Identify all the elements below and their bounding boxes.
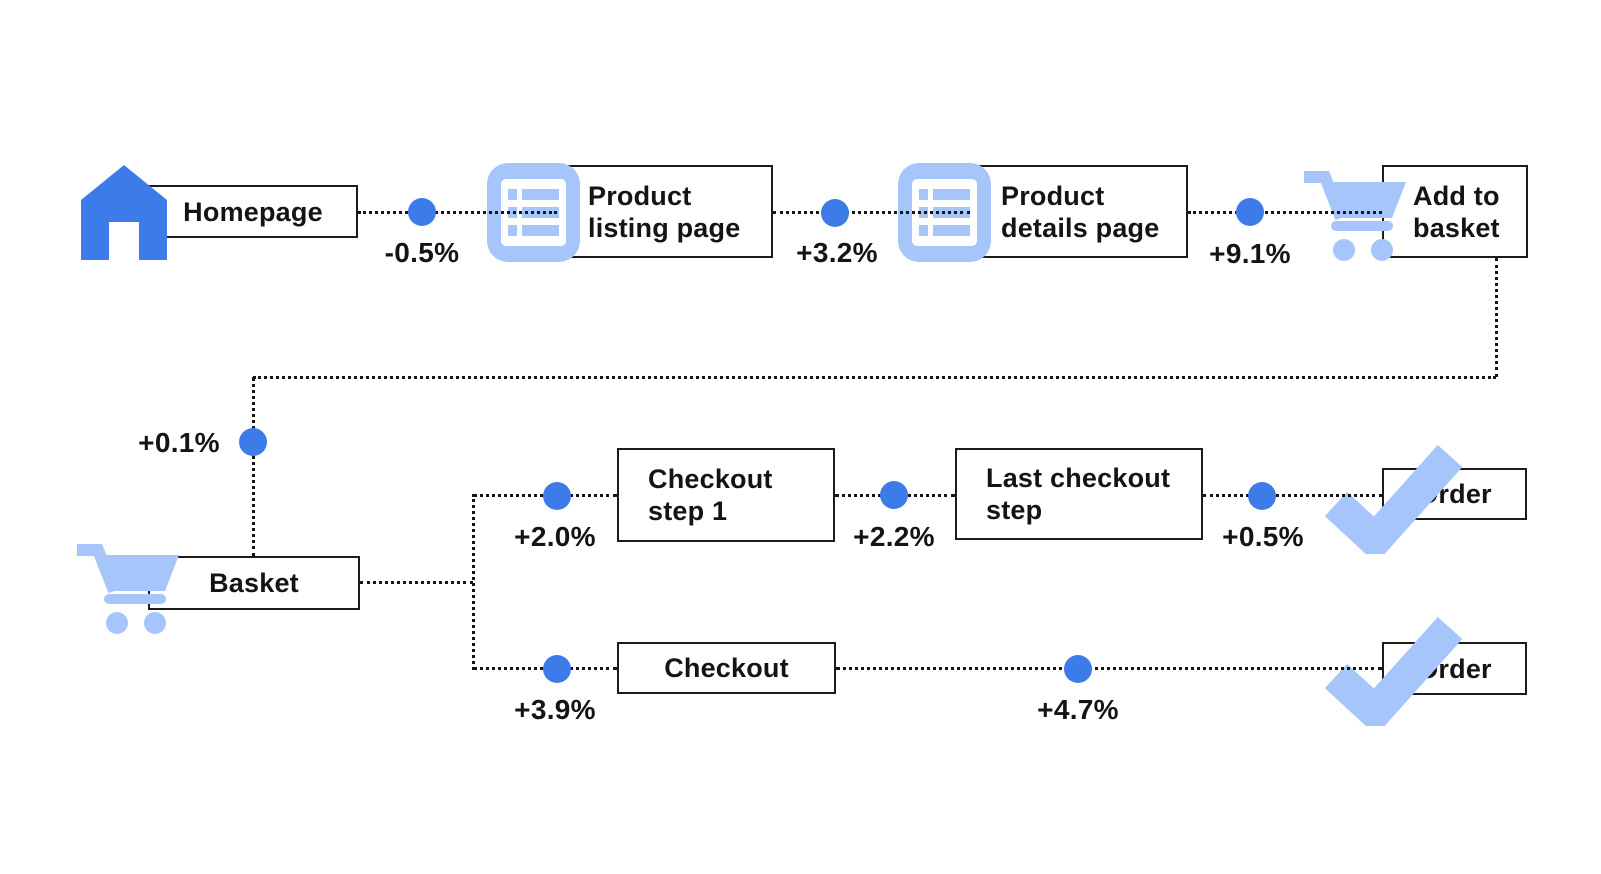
- flow-dot: [543, 655, 571, 683]
- node-label: Last checkout: [986, 463, 1171, 493]
- check-icon: [1316, 442, 1468, 554]
- cart-icon: [1300, 162, 1410, 264]
- dotted-connector: [360, 581, 473, 584]
- flow-dot: [1064, 655, 1092, 683]
- node-checkout-step-1: Checkout step 1: [617, 448, 835, 542]
- home-icon: [78, 162, 170, 260]
- flow-dot: [408, 198, 436, 226]
- node-label: Add to: [1413, 180, 1500, 211]
- node-product-listing-page: Product listing page: [557, 165, 773, 258]
- node-label: step: [986, 495, 1043, 525]
- node-label: Basket: [209, 568, 299, 598]
- node-label: Product: [1001, 180, 1105, 211]
- node-label: listing page: [588, 212, 741, 243]
- flow-dot: [1236, 198, 1264, 226]
- node-checkout: Checkout: [617, 642, 836, 694]
- dotted-connector: [1495, 258, 1498, 377]
- delta-label: +3.2%: [796, 237, 878, 268]
- node-label: Checkout: [648, 464, 773, 494]
- delta-label: +0.5%: [1222, 521, 1304, 552]
- node-label: Homepage: [183, 196, 323, 227]
- flow-dot: [880, 481, 908, 509]
- node-label: basket: [1413, 212, 1500, 243]
- delta-label: +2.0%: [514, 521, 596, 552]
- check-icon: [1316, 614, 1468, 726]
- node-label: Product: [588, 180, 692, 211]
- cart-icon: [73, 533, 183, 639]
- flow-dot: [1248, 482, 1276, 510]
- dotted-connector: [253, 376, 1496, 379]
- flow-dot: [543, 482, 571, 510]
- node-label: details page: [1001, 212, 1160, 243]
- delta-label: +0.1%: [138, 427, 220, 458]
- node-last-checkout-step: Last checkout step: [955, 448, 1203, 540]
- dotted-connector: [1188, 211, 1382, 214]
- flow-dot: [239, 428, 267, 456]
- node-label: Checkout: [664, 653, 789, 683]
- delta-label: +3.9%: [514, 694, 596, 725]
- dotted-connector: [358, 211, 557, 214]
- delta-label: +4.7%: [1037, 694, 1119, 725]
- dotted-connector: [836, 667, 1382, 670]
- node-homepage: Homepage: [148, 185, 358, 238]
- delta-label: -0.5%: [384, 237, 460, 268]
- dotted-connector: [773, 211, 970, 214]
- node-product-details-page: Product details page: [970, 165, 1188, 258]
- dotted-connector: [472, 494, 475, 670]
- node-label: step 1: [648, 496, 728, 526]
- dotted-connector: [252, 377, 255, 557]
- flow-dot: [821, 199, 849, 227]
- delta-label: +2.2%: [853, 521, 935, 552]
- node-basket: Basket: [148, 556, 360, 610]
- delta-label: +9.1%: [1209, 238, 1291, 269]
- dotted-connector: [1203, 494, 1382, 497]
